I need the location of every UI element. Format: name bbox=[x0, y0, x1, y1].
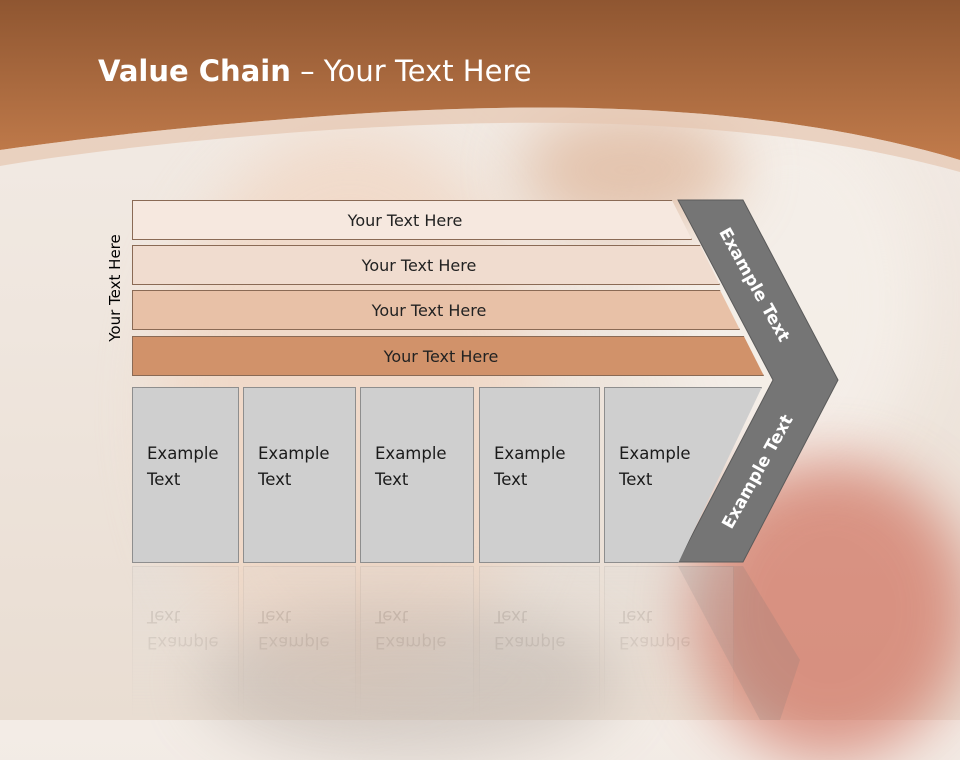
value-chain-chevron bbox=[677, 199, 839, 720]
slide-title: Value Chain – Your Text Here bbox=[98, 54, 532, 88]
title-bold: Value Chain bbox=[98, 54, 291, 88]
column-line-2: Text bbox=[147, 470, 181, 489]
column-line-2: Text bbox=[619, 470, 653, 489]
support-band-4: Your Text Here bbox=[132, 336, 764, 376]
header-banner bbox=[0, 0, 960, 172]
support-band-label: Your Text Here bbox=[347, 210, 463, 230]
column-line-1: Example bbox=[147, 444, 219, 463]
support-band-label: Your Text Here bbox=[371, 300, 487, 320]
column-line-2: Text bbox=[494, 470, 528, 489]
column-line-2: Text bbox=[258, 470, 292, 489]
support-band-label: Your Text Here bbox=[383, 346, 499, 366]
primary-activity-2: Example Text bbox=[243, 387, 356, 563]
primary-activity-3: Example Text bbox=[360, 387, 474, 563]
primary-activity-1: Example Text bbox=[132, 387, 239, 563]
column-line-1: Example bbox=[375, 444, 447, 463]
title-rest: – Your Text Here bbox=[290, 54, 532, 88]
column-line-1: Example bbox=[619, 444, 691, 463]
support-band-1: Your Text Here bbox=[132, 200, 692, 240]
column-line-2: Text bbox=[375, 470, 409, 489]
support-band-2: Your Text Here bbox=[132, 245, 720, 285]
support-band-3: Your Text Here bbox=[132, 290, 740, 330]
support-band-label: Your Text Here bbox=[361, 255, 477, 275]
column-line-1: Example bbox=[258, 444, 330, 463]
primary-activity-4: Example Text bbox=[479, 387, 600, 563]
column-line-1: Example bbox=[494, 444, 566, 463]
